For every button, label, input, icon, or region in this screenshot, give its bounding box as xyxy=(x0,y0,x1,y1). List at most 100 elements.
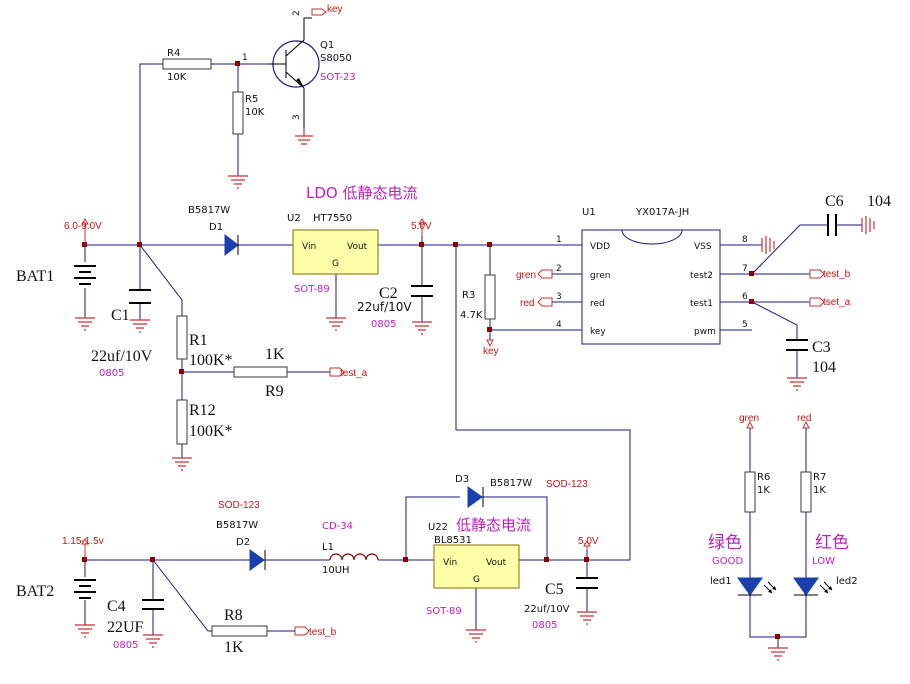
u2-vin-label: Vin xyxy=(302,242,316,252)
bat2-battery xyxy=(74,579,96,599)
tset-a-top-label: tset_a xyxy=(823,297,851,308)
q1-part-label: S8050 xyxy=(320,53,352,64)
wires xyxy=(84,63,862,648)
gren-port-label: gren xyxy=(516,270,536,281)
q1-transistor xyxy=(266,17,320,128)
c2-capacitor xyxy=(411,285,433,297)
r8-resistor xyxy=(211,625,268,637)
d2-part-label: B5817W xyxy=(216,520,258,531)
u1-pin-test1: test1 xyxy=(690,299,713,309)
led2-diode xyxy=(793,577,833,596)
r4-name-label: R4 xyxy=(167,48,180,59)
led1-diode xyxy=(737,577,777,596)
q1-pin3-label: 3 xyxy=(292,114,302,120)
r12-value-label: 100K* xyxy=(189,423,233,440)
l1-inductor xyxy=(329,553,379,561)
r7-value-label: 1K xyxy=(813,485,826,496)
r9-name-label: R9 xyxy=(265,383,284,400)
u1-name-label: U1 xyxy=(582,207,596,218)
c1-package-label: 0805 xyxy=(99,368,124,379)
power-ports xyxy=(81,218,810,560)
u2-gnd-label: G xyxy=(332,259,339,269)
r6-name-label: R6 xyxy=(757,472,770,483)
net-ports xyxy=(294,8,825,636)
r3-name-label: R3 xyxy=(462,290,475,301)
v50-bot-label: 5.0V xyxy=(578,536,599,547)
r6-port-label: gren xyxy=(739,413,759,424)
r9-resistor xyxy=(233,366,288,378)
u1-pin-vss: VSS xyxy=(694,242,712,252)
r4-resistor xyxy=(162,58,212,70)
r3-port-label: key xyxy=(483,346,499,357)
r5-name-label: R5 xyxy=(245,94,258,105)
r3-resistor xyxy=(484,274,496,320)
q1-name-label: Q1 xyxy=(320,40,334,51)
bottom-title: 低静态电流 xyxy=(456,516,531,534)
led2-name-label: led2 xyxy=(836,576,858,587)
l1-package-label: CD-34 xyxy=(322,521,353,532)
l1-value-label: 10UH xyxy=(322,565,350,576)
c2-package-label: 0805 xyxy=(371,319,396,330)
led1-name-label: led1 xyxy=(710,576,732,587)
u1-num-8: 8 xyxy=(742,235,748,245)
d3-diode xyxy=(467,486,484,508)
u2-part-label: HT7550 xyxy=(313,213,352,224)
r6-resistor xyxy=(744,471,756,513)
u1-num-6: 6 xyxy=(742,292,748,302)
d2-package-label: SOD-123 xyxy=(218,500,260,511)
led1-state-label: GOOD xyxy=(712,556,743,567)
c4-name-label: C4 xyxy=(107,598,126,615)
u1-num-2: 2 xyxy=(556,264,562,274)
c1-name-label: C1 xyxy=(111,307,130,324)
u22-name-label: U22 xyxy=(428,522,448,533)
c5-value-label: 22uf/10V xyxy=(524,604,570,615)
bat2-range-label: 1.15-1.5v xyxy=(62,536,104,547)
r6-value-label: 1K xyxy=(757,485,770,496)
r5-value-label: 10K xyxy=(245,107,265,118)
bat2-name-label: BAT2 xyxy=(16,583,54,600)
u1-num-4: 4 xyxy=(556,320,562,330)
u1-ic xyxy=(581,229,721,345)
u22-package-label: SOT-89 xyxy=(426,606,462,617)
u1-pin-test2: test2 xyxy=(690,271,713,281)
d1-name-label: D1 xyxy=(209,222,223,233)
u1-pin-pwm: pwm xyxy=(694,327,716,337)
u2-name-label: U2 xyxy=(287,213,301,224)
red-port-label: red xyxy=(520,298,534,309)
led2-color-label: 红色 xyxy=(815,533,849,553)
test-b-port-label: test_b xyxy=(309,627,337,638)
r1-name-label: R1 xyxy=(189,332,208,349)
r7-name-label: R7 xyxy=(813,472,826,483)
d3-package-label: SOD-123 xyxy=(546,479,588,490)
l1-name-label: L1 xyxy=(322,542,334,553)
r7-resistor xyxy=(800,471,812,513)
r8-value-label: 1K xyxy=(224,639,244,656)
bat1-battery xyxy=(74,265,96,285)
r12-resistor xyxy=(176,399,188,445)
c2-value-label: 22uf/10V xyxy=(357,300,412,314)
c5-capacitor xyxy=(576,577,598,589)
r7-port-label: red xyxy=(797,413,811,424)
u1-num-5: 5 xyxy=(742,320,748,330)
c4-capacitor xyxy=(142,599,164,610)
u1-num-3: 3 xyxy=(556,292,562,302)
c5-package-label: 0805 xyxy=(532,620,557,631)
r8-name-label: R8 xyxy=(224,607,243,624)
c3-value-label: 104 xyxy=(812,359,836,376)
u2-vout-label: Vout xyxy=(347,242,368,252)
u1-num-7: 7 xyxy=(742,264,748,274)
d1-diode xyxy=(224,233,239,257)
c2-name-label: C2 xyxy=(379,285,398,302)
r4-value-label: 10K xyxy=(167,72,187,83)
u1-pin-gren: gren xyxy=(590,271,610,281)
test-a-port-label: test_a xyxy=(340,368,368,379)
c6-capacitor xyxy=(827,214,837,236)
u22-gnd-label: G xyxy=(473,575,480,585)
u22-vout-label: Vout xyxy=(486,558,507,568)
c1-value-label: 22uf/10V xyxy=(91,348,153,365)
c3-name-label: C3 xyxy=(812,339,831,356)
d3-part-label: B5817W xyxy=(490,478,532,489)
q1-package-label: SOT-23 xyxy=(320,72,356,83)
u1-part-label: YX017A-JH xyxy=(635,207,689,218)
